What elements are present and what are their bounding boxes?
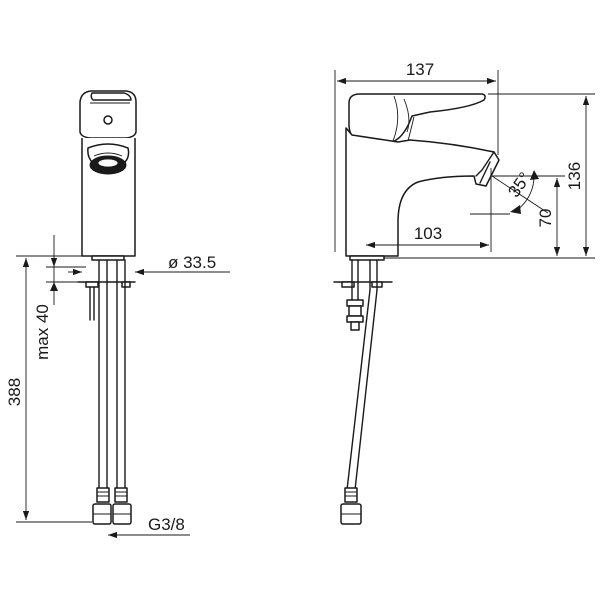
side-mounting-stud: [346, 259, 364, 331]
front-lever-top-recess: [90, 92, 132, 101]
connection-thread-label: G3/8: [148, 515, 185, 534]
side-hose-fitting: [340, 487, 362, 525]
lever-angle-label: 35°: [504, 169, 534, 201]
hose-length-label: 388: [5, 378, 24, 406]
deck-thickness-label: max 40: [33, 304, 52, 360]
body-diameter-label: ø 33.5: [168, 253, 216, 272]
spout-height-label: 70: [536, 209, 555, 228]
front-hose-fittings: [92, 487, 132, 525]
front-view: [77, 90, 137, 525]
side-view: [333, 93, 500, 525]
side-lever: [348, 93, 486, 143]
side-view-dimensions: [334, 70, 595, 259]
overall-height-label: 136: [565, 162, 584, 190]
side-body-spout: [345, 127, 500, 257]
overall-width-label: 137: [406, 60, 434, 79]
front-lever-head: [79, 90, 137, 139]
side-supply-hose: [346, 259, 378, 491]
front-indicator-dot: [103, 115, 113, 125]
spout-reach-label: 103: [414, 224, 442, 243]
front-view-dimensions: [16, 235, 230, 539]
front-supply-hoses: [89, 259, 126, 489]
